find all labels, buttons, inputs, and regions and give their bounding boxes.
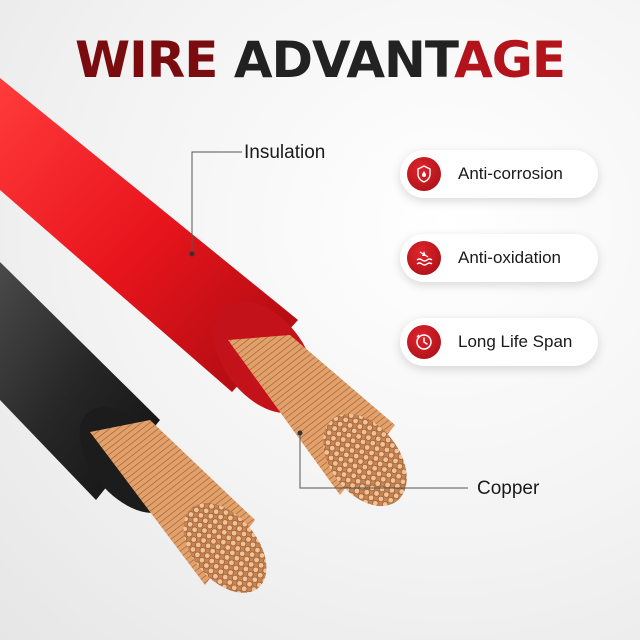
- feature-anti-oxidation: Anti-oxidation: [400, 234, 598, 282]
- feature-label: Anti-oxidation: [458, 248, 562, 267]
- feature-anti-corrosion: Anti-corrosion: [400, 150, 598, 198]
- insulation-callout-line: [189, 151, 242, 257]
- page-title: WIRE ADVANTAGE: [74, 31, 566, 89]
- water-waves-icon: [407, 241, 441, 275]
- copper-callout-line: [297, 430, 468, 489]
- feature-label: Anti-corrosion: [458, 164, 563, 183]
- feature-long-life-span: Long Life Span: [400, 318, 598, 366]
- feature-label: Long Life Span: [458, 332, 573, 351]
- copper-label: Copper: [477, 478, 540, 499]
- insulation-label: Insulation: [244, 142, 326, 163]
- black-wire-copper-core: [90, 420, 267, 593]
- red-wire-copper-core: [228, 335, 407, 507]
- droplet-shield-icon: [407, 157, 441, 191]
- clock-icon: [407, 325, 441, 359]
